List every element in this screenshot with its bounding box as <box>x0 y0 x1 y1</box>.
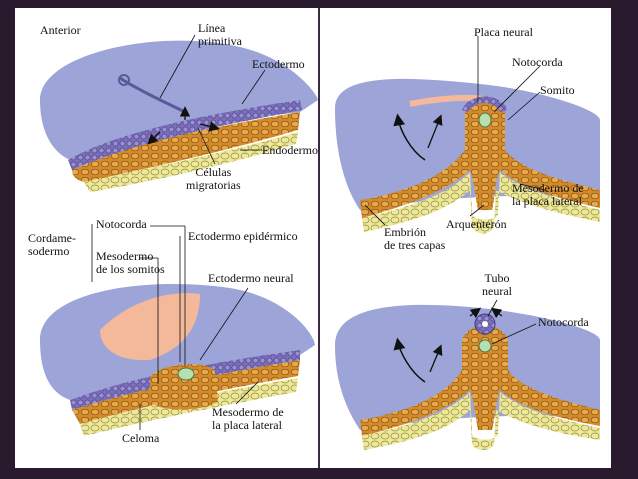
label-anterior: Anterior <box>40 23 81 37</box>
label-ectodermo: Ectodermo <box>252 57 305 71</box>
label-mesodermo-somitos: Mesodermo de los somitos <box>96 249 165 276</box>
label-endodermo: Endodermo <box>262 143 318 157</box>
label-embrion-tres-capas: Embrión de tres capas <box>384 225 446 252</box>
label-notocorda-top: Notocorda <box>512 55 563 69</box>
label-celoma: Celoma <box>122 431 160 445</box>
label-notocorda-bottom: Notocorda <box>96 217 147 231</box>
label-ectodermo-epidermico: Ectodermo epidérmico <box>188 229 298 243</box>
label-celulas-migratorias: Células migratorias <box>186 165 241 192</box>
embryo-primitive-streak <box>40 34 318 192</box>
embryo-neural-plate <box>335 36 600 234</box>
label-ectodermo-neural: Ectodermo neural <box>208 271 294 285</box>
label-tubo-neural: Tubo neural <box>482 271 512 298</box>
label-arquenteron: Arquenterón <box>446 217 507 231</box>
panel-divider <box>318 8 320 468</box>
label-notocorda-br: Notocorda <box>538 315 589 329</box>
label-linea-primitiva: Línea primitiva <box>198 21 242 48</box>
label-mesodermo-placa-lateral-bottom: Mesodermo de la placa lateral <box>212 405 284 432</box>
label-somito: Somito <box>540 83 575 97</box>
embryo-neural-tube <box>335 299 600 450</box>
label-mesodermo-placa-lateral-top: Mesodermo de la placa lateral <box>512 181 584 208</box>
label-cordamesodermo: Cordame- sodermo <box>28 231 76 258</box>
label-placa-neural: Placa neural <box>474 25 533 39</box>
embryo-mesoderm-stage <box>40 224 315 436</box>
